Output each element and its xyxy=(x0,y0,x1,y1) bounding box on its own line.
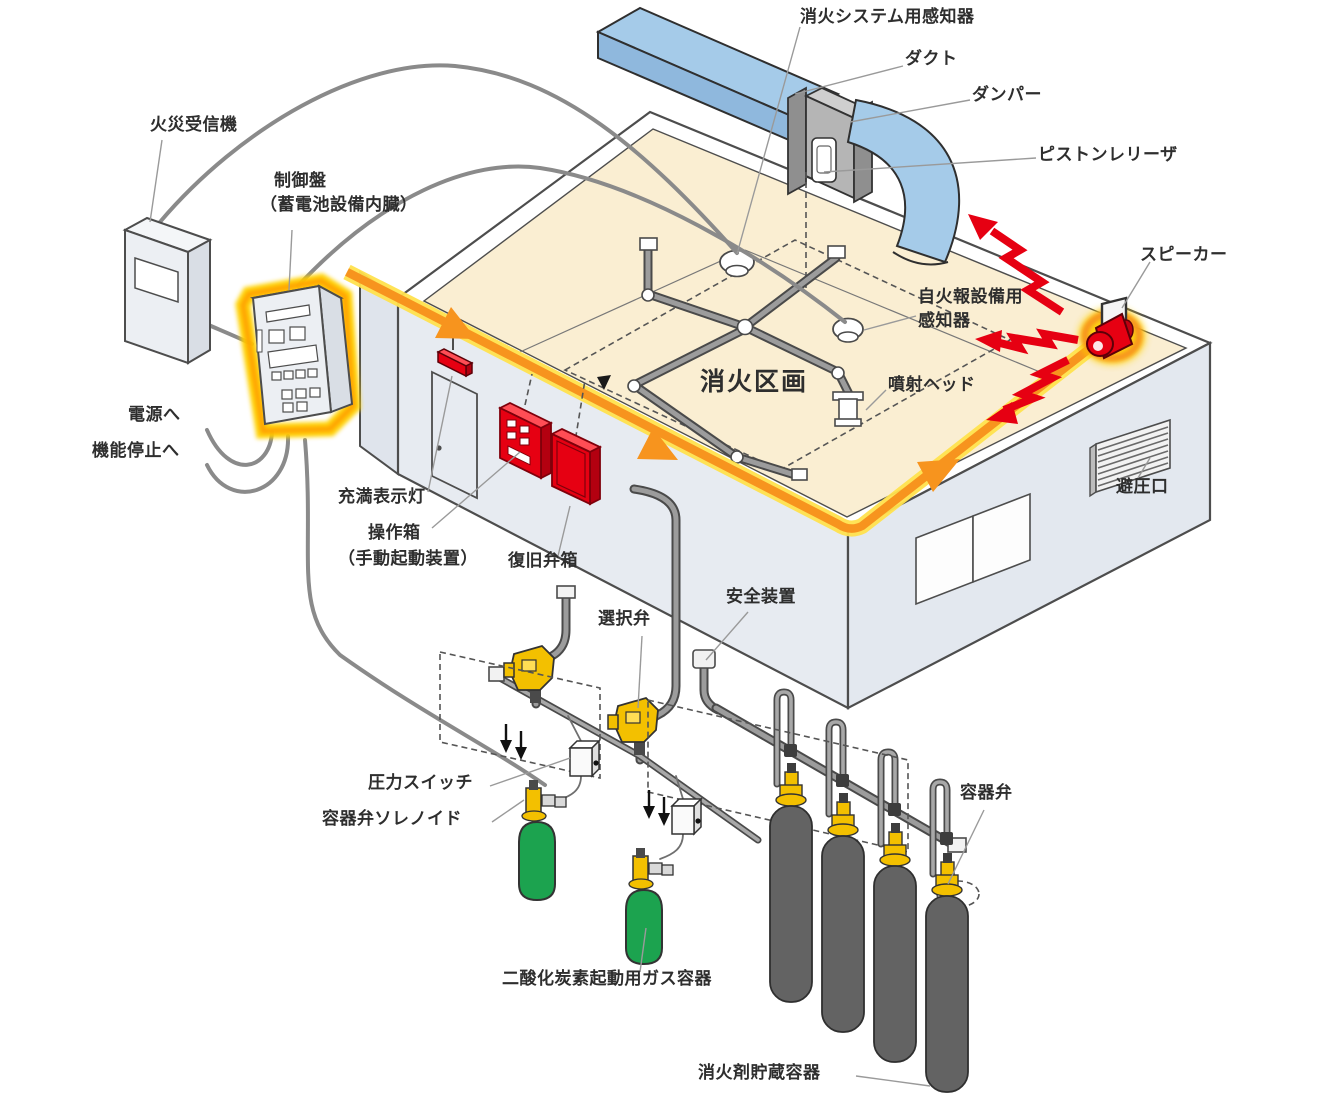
storage-cylinder xyxy=(821,793,865,1033)
discharge-nozzle xyxy=(832,391,864,427)
storage-cylinder xyxy=(925,853,969,1093)
selector-valve-1 xyxy=(503,644,555,703)
leader-lines xyxy=(149,26,1151,1087)
selector-valve-2 xyxy=(607,696,659,755)
flow-arrow xyxy=(435,307,476,339)
alarm-flashes xyxy=(968,214,1079,424)
fire-alarm-receiver xyxy=(122,216,213,365)
safety-device xyxy=(692,649,723,715)
label-damper: ダンパー xyxy=(972,85,1042,104)
label-duct: ダクト xyxy=(905,49,958,68)
storage-cylinder xyxy=(873,823,917,1063)
label-operation-box-2: （手動起動装置） xyxy=(338,549,478,568)
label-container-valve: 容器弁 xyxy=(960,783,1013,802)
signal-path xyxy=(343,264,1103,537)
label-operation-box-1: 操作箱 xyxy=(368,523,421,542)
label-safety-device: 安全装置 xyxy=(726,587,796,606)
starter-cylinder-2 xyxy=(625,848,674,966)
label-fire-alarm-receiver: 火災受信機 xyxy=(150,115,238,134)
label-suppression-system-detector: 消火システム用感知器 xyxy=(800,7,975,26)
duct xyxy=(595,6,841,145)
label-to-function-stop: 機能停止へ xyxy=(92,441,180,460)
label-control-panel-1: 制御盤 xyxy=(274,171,327,190)
speaker xyxy=(1079,296,1145,364)
piston-releaser xyxy=(811,137,837,183)
label-pressure-relief-port: 避圧口 xyxy=(1116,477,1169,496)
flow-arrow xyxy=(637,428,678,460)
label-auto-fire-alarm-detector-2: 感知器 xyxy=(918,311,971,330)
starter-cylinder-1 xyxy=(518,780,567,902)
label-to-power-supply: 電源へ xyxy=(128,405,181,424)
label-charged-indicator-lamp: 充満表示灯 xyxy=(338,487,426,506)
starter-cylinders xyxy=(518,780,674,966)
starter-gas-pipe xyxy=(488,666,762,844)
flow-arrow xyxy=(917,459,960,492)
label-agent-storage-container: 消火剤貯蔵容器 xyxy=(698,1063,821,1082)
wires xyxy=(158,63,847,787)
pigtail-connectors xyxy=(773,688,953,878)
label-container-valve-solenoid: 容器弁ソレノイド xyxy=(322,809,462,828)
label-recovery-valve-box: 復旧弁箱 xyxy=(508,551,578,570)
label-selector-valve: 選択弁 xyxy=(598,609,651,628)
building xyxy=(359,110,1213,710)
storage-cylinder xyxy=(769,763,813,1003)
label-pressure-switch: 圧力スイッチ xyxy=(368,773,473,792)
ceiling-piping xyxy=(627,237,864,481)
recovery-valve-box xyxy=(549,379,603,506)
label-discharge-head: 噴射ヘッド xyxy=(888,375,976,394)
label-speaker: スピーカー xyxy=(1140,245,1228,264)
control-panel xyxy=(235,273,361,439)
fire-alarm-detector xyxy=(832,317,864,343)
label-suppression-zone: 消火区画 xyxy=(700,368,809,396)
storage-cylinders xyxy=(769,763,969,1093)
pressure-switch-1 xyxy=(555,715,601,802)
windows xyxy=(915,492,1031,606)
charged-indicator-lamp xyxy=(436,330,474,378)
pressure-relief-vent xyxy=(1089,418,1171,498)
label-co2-starter-gas-container: 二酸化炭素起動用ガス容器 xyxy=(502,969,712,988)
pressure-switch-2 xyxy=(659,775,703,860)
duct-elbow xyxy=(846,98,961,266)
label-piston-releaser: ピストンレリーザ xyxy=(1038,145,1178,164)
label-auto-fire-alarm-detector-1: 自火報設備用 xyxy=(918,287,1023,306)
suppression-detector xyxy=(719,249,755,278)
label-control-panel-2: （蓄電池設備内臓） xyxy=(260,195,418,214)
